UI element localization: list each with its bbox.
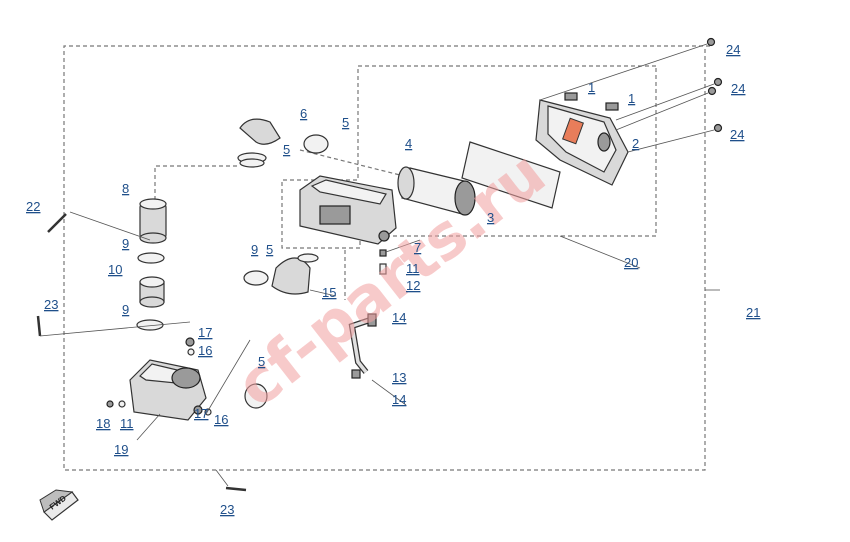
small-fittings (106, 337, 212, 416)
callout-1[interactable]: 1 (628, 91, 635, 106)
callout-11[interactable]: 11 (406, 261, 420, 276)
forward-direction-icon: FWD (39, 489, 79, 521)
bolt-icon (706, 37, 723, 133)
intake-duct[interactable] (271, 253, 319, 295)
watermark: cf-parts.ru (222, 137, 558, 422)
callout-22[interactable]: 22 (26, 199, 40, 214)
callout-11[interactable]: 11 (120, 416, 134, 431)
callout-23[interactable]: 23 (44, 297, 58, 312)
callout-9[interactable]: 9 (122, 302, 129, 317)
callout-14[interactable]: 14 (392, 392, 406, 407)
assembly-21-border (63, 45, 710, 471)
clip-icon (564, 92, 619, 111)
callout-14[interactable]: 14 (392, 310, 406, 325)
callout-24[interactable]: 24 (731, 81, 745, 96)
gasket[interactable] (461, 141, 561, 209)
connector-line (154, 165, 240, 200)
leader-lines (39, 211, 720, 487)
callout-2[interactable]: 2 (632, 136, 639, 151)
callout-21[interactable]: 21 (746, 305, 760, 320)
callout-7[interactable]: 7 (414, 240, 421, 255)
airbox-cover[interactable] (535, 99, 629, 186)
hose-clamp[interactable] (239, 158, 265, 168)
callout-12[interactable]: 12 (406, 278, 420, 293)
callout-3[interactable]: 3 (487, 210, 494, 225)
callout-24[interactable]: 24 (730, 127, 744, 142)
assembly-20-border (281, 65, 657, 249)
airbox-housing[interactable] (299, 175, 397, 245)
callout-9[interactable]: 9 (122, 236, 129, 251)
callout-6[interactable]: 6 (300, 106, 307, 121)
callout-16[interactable]: 16 (198, 343, 212, 358)
callout-15[interactable]: 15 (322, 285, 336, 300)
callout-4[interactable]: 4 (405, 136, 412, 151)
callout-10[interactable]: 10 (108, 262, 122, 277)
callouts: 1 1 2 3 4 5 5 5 5 6 7 8 9 9 9 10 11 11 1… (26, 42, 760, 517)
callout-5[interactable]: 5 (266, 242, 273, 257)
callout-23[interactable]: 23 (220, 502, 234, 517)
spacer[interactable] (139, 276, 165, 308)
callout-1[interactable]: 1 (588, 80, 595, 95)
throttle-adapter[interactable] (139, 198, 167, 244)
hose-clamp[interactable] (303, 134, 329, 154)
hose-clamp[interactable] (243, 270, 269, 286)
bolt-icon (36, 213, 247, 492)
duct-elbow[interactable] (237, 118, 281, 164)
callout-9[interactable]: 9 (251, 242, 258, 257)
callout-13[interactable]: 13 (392, 370, 406, 385)
callout-8[interactable]: 8 (122, 181, 129, 196)
hose-clamp[interactable] (244, 383, 268, 409)
seal-ring[interactable] (136, 319, 164, 331)
callout-18[interactable]: 18 (96, 416, 110, 431)
callout-17[interactable]: 17 (194, 406, 208, 421)
callout-16[interactable]: 16 (214, 412, 228, 427)
callout-24[interactable]: 24 (726, 42, 740, 57)
callout-19[interactable]: 19 (114, 442, 128, 457)
breather-tube[interactable] (348, 313, 377, 374)
callout-17[interactable]: 17 (198, 325, 212, 340)
callout-5[interactable]: 5 (283, 142, 290, 157)
callout-5[interactable]: 5 (258, 354, 265, 369)
filter-element[interactable] (397, 166, 476, 216)
callout-5[interactable]: 5 (342, 115, 349, 130)
resonator-box[interactable] (129, 359, 207, 421)
seal-ring[interactable] (137, 252, 165, 264)
callout-20[interactable]: 20 (624, 255, 638, 270)
small-fittings (351, 249, 387, 379)
